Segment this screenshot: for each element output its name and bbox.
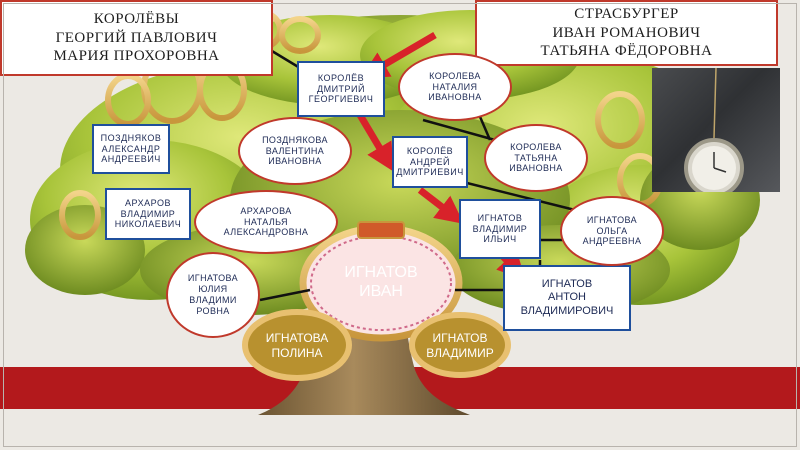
person-ignatov-anton: ИГНАТОВ АНТОН ВЛАДИМИРОВИЧ (503, 265, 631, 331)
center-name: ИГНАТОВ ИВАН (321, 256, 441, 308)
person-koroleva-natalia: КОРОЛЕВА НАТАЛИЯ ИВАНОВНА (398, 53, 512, 121)
person-ignatova-yulia: ИГНАТОВА ЮЛИЯ ВЛАДИМИ РОВНА (166, 252, 260, 338)
person-ignatov-vladimir-ilyich: ИГНАТОВ ВЛАДИМИР ИЛЬИЧ (459, 199, 541, 259)
child-vladimir: ИГНАТОВ ВЛАДИМИР (414, 328, 506, 364)
person-korolev-andrey: КОРОЛЁВ АНДРЕЙ ДМИТРИЕВИЧ (392, 136, 468, 188)
person-arkharov: АРХАРОВ ВЛАДИМИР НИКОЛАЕВИЧ (105, 188, 191, 240)
person-pozdnyakov: ПОЗДНЯКОВ АЛЕКСАНДР АНДРЕЕВИЧ (92, 124, 170, 174)
person-pozdnyakova: ПОЗДНЯКОВА ВАЛЕНТИНА ИВАНОВНА (238, 117, 352, 185)
person-arkharova: АРХАРОВА НАТАЛЬЯ АЛЕКСАНДРОВНА (194, 190, 338, 254)
child-polina: ИГНАТОВА ПОЛИНА (248, 328, 346, 364)
header-korolevy: КОРОЛЁВЫ ГЕОРГИЙ ПАВЛОВИЧ МАРИЯ ПРОХОРОВ… (0, 0, 273, 76)
header-strasburger: СТРАСБУРГЕР ИВАН РОМАНОВИЧ ТАТЬЯНА ФЁДОР… (475, 0, 778, 66)
pocket-watch-icon (652, 68, 780, 192)
person-ignatova-olga: ИГНАТОВА ОЛЬГА АНДРЕЕВНА (560, 196, 664, 266)
person-korolev-dmitry: КОРОЛЁВ ДМИТРИЙ ГЕОРГИЕВИЧ (297, 61, 385, 117)
pocket-watch-photo (652, 68, 780, 192)
person-koroleva-tatyana: КОРОЛЕВА ТАТЬЯНА ИВАНОВНА (484, 124, 588, 192)
